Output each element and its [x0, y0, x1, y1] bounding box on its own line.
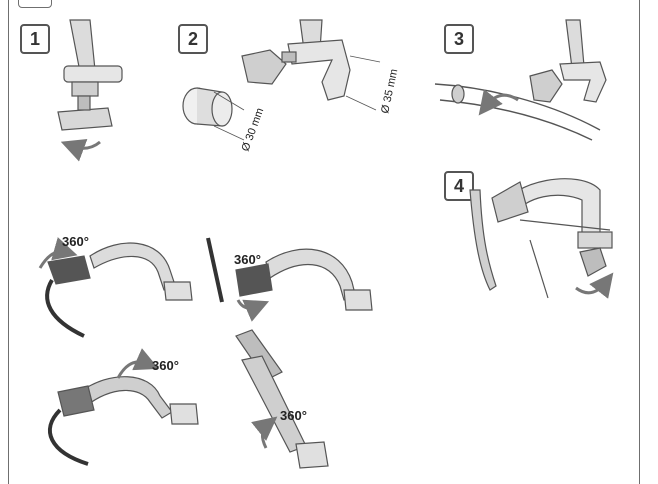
rotate-arrow-3: [486, 95, 518, 106]
rotation-view-a: [47, 243, 192, 336]
dimension-30mm: Ø 30 mm: [240, 106, 267, 153]
rotate-arrow-c: [118, 362, 148, 378]
rotation-label-b: 360°: [234, 252, 261, 267]
rotation-label-c: 360°: [152, 358, 179, 373]
rotation-label-d: 360°: [280, 408, 307, 423]
step2-adapter-drawing: [183, 20, 350, 126]
rotation-label-a: 360°: [62, 234, 89, 249]
rotate-arrow-d: [262, 424, 268, 448]
rotation-view-d: [236, 330, 328, 468]
dimension-35mm: Ø 35 mm: [379, 68, 400, 115]
step3-mounting-drawing: [435, 20, 606, 140]
step2-dimension-lines: [214, 56, 380, 140]
rotate-arrow-b: [238, 300, 258, 308]
rotate-arrow-4: [576, 282, 606, 293]
step4-installed-drawing: [470, 179, 612, 298]
rotation-view-b: [208, 238, 372, 310]
step1-clamp-drawing: [58, 20, 122, 130]
rotation-view-c: [50, 377, 198, 464]
rotate-arrow-1: [72, 142, 100, 148]
